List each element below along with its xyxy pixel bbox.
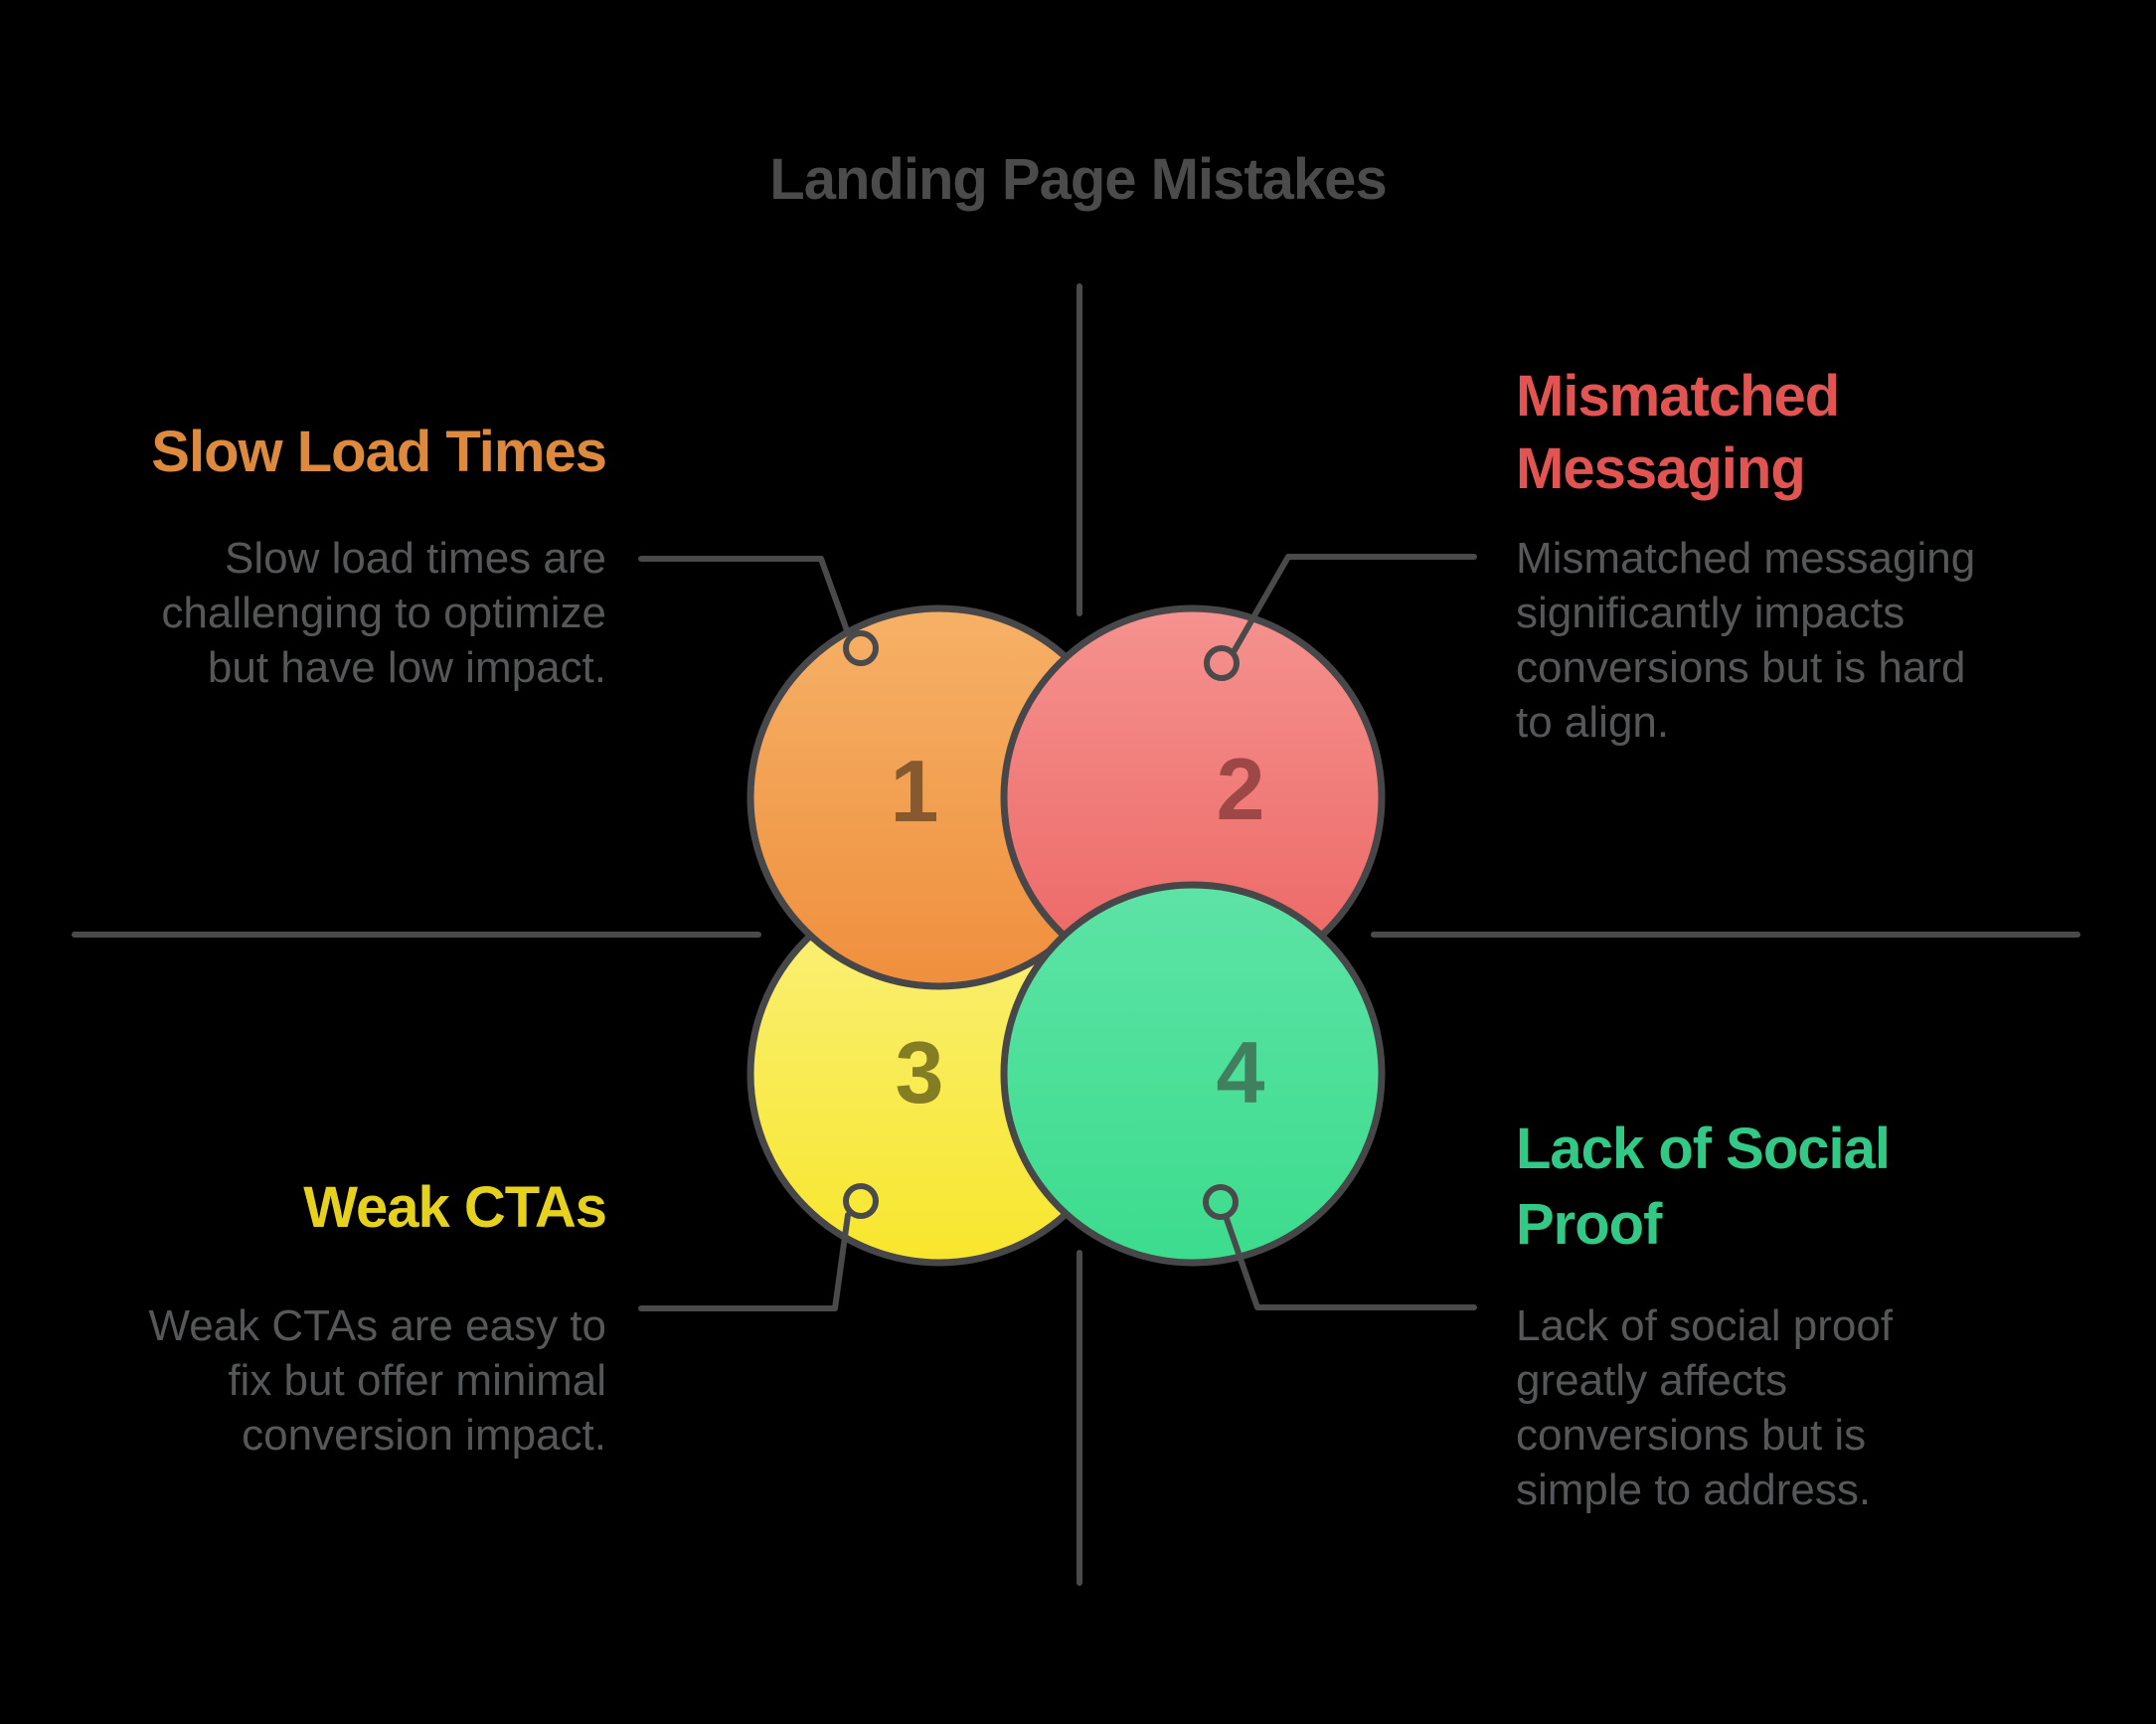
leader-line-1 — [638, 556, 851, 636]
item-4-description-line: simple to address. — [1516, 1465, 1872, 1514]
ring-marker-3 — [843, 1183, 879, 1219]
leader-line-4 — [1223, 1213, 1477, 1310]
item-3-heading-line: Weak CTAs — [303, 1175, 607, 1240]
item-2-description-line: conversions but is hard — [1516, 643, 1966, 692]
item-2-description-line: Mismatched messaging — [1516, 534, 1976, 583]
item-3-description: Weak CTAs are easy to fix but offer mini… — [148, 1298, 606, 1463]
item-4-heading-line: Proof — [1516, 1192, 1662, 1257]
circle-3-number: 3 — [896, 1023, 944, 1121]
item-4-description-line: greatly affects — [1516, 1356, 1788, 1405]
item-2-heading-line: Mismatched — [1516, 364, 1840, 429]
item-4-heading: Lack of Social Proof — [1516, 1112, 1891, 1263]
item-4-description-line: conversions but is — [1516, 1411, 1867, 1460]
circle-2-number: 2 — [1217, 740, 1265, 838]
item-1-description-line: but have low impact. — [207, 643, 606, 692]
leader-line-2 — [1232, 554, 1477, 653]
item-4-heading-line: Lack of Social — [1516, 1117, 1891, 1181]
item-2-heading-line: Messaging — [1516, 436, 1806, 501]
item-3-heading: Weak CTAs — [303, 1171, 607, 1244]
item-3-description-line: conversion impact. — [242, 1411, 606, 1460]
circle-4-number: 4 — [1217, 1023, 1265, 1121]
circle-4-social-proof — [1000, 881, 1386, 1267]
item-4-description: Lack of social proof greatly affects con… — [1516, 1298, 1893, 1517]
item-1-description: Slow load times are challenging to optim… — [161, 531, 606, 695]
item-2-description: Mismatched messaging significantly impac… — [1516, 531, 1975, 750]
ring-marker-4 — [1203, 1184, 1239, 1220]
item-1-heading-line: Slow Load Times — [151, 420, 607, 484]
item-1-description-line: Slow load times are — [225, 534, 606, 583]
item-4-description-line: Lack of social proof — [1516, 1301, 1894, 1350]
ring-marker-1 — [843, 630, 879, 666]
item-1-description-line: challenging to optimize — [161, 589, 606, 637]
circle-1-number: 1 — [891, 742, 939, 840]
item-1-heading: Slow Load Times — [151, 416, 607, 488]
item-3-description-line: fix but offer minimal — [228, 1356, 606, 1405]
page-title: Landing Page Mistakes — [769, 147, 1387, 212]
item-2-heading: Mismatched Messaging — [1516, 360, 1840, 505]
leader-lines — [638, 554, 1477, 1311]
leader-line-3 — [638, 1212, 851, 1311]
item-3-description-line: Weak CTAs are easy to — [148, 1301, 606, 1350]
item-2-description-line: significantly impacts — [1516, 589, 1906, 637]
item-2-description-line: to align. — [1516, 698, 1670, 747]
axis-lines — [72, 283, 2080, 1586]
ring-marker-2 — [1204, 645, 1240, 681]
